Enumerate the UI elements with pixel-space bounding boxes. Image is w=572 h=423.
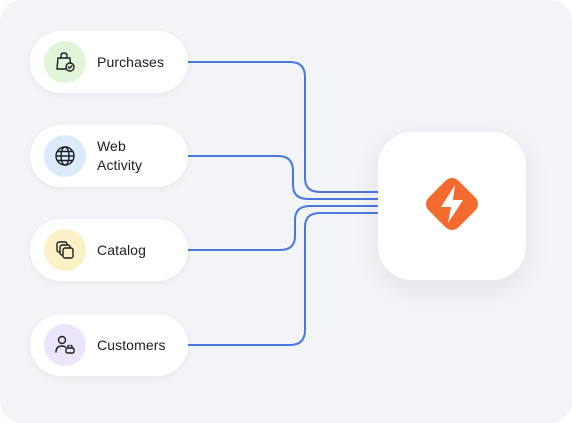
source-purchases[interactable]: Purchases bbox=[30, 31, 188, 93]
source-label-line-2: Activity bbox=[97, 157, 143, 173]
lightning-bolt-logo-icon bbox=[419, 171, 485, 242]
globe-icon bbox=[44, 135, 86, 177]
stacked-pages-icon bbox=[44, 229, 86, 271]
source-customers[interactable]: Customers bbox=[30, 314, 188, 376]
source-label: Purchases bbox=[97, 53, 165, 70]
source-web-activity[interactable]: Web Activity bbox=[30, 125, 188, 187]
source-label-line-1: Web bbox=[97, 138, 126, 154]
connector-web-activity bbox=[187, 155, 379, 200]
user-connect-icon bbox=[44, 324, 86, 366]
connector-catalog bbox=[187, 205, 379, 251]
source-catalog[interactable]: Catalog bbox=[30, 219, 188, 281]
connector-purchases bbox=[187, 61, 379, 193]
hub-card[interactable] bbox=[378, 132, 526, 280]
connector-customers bbox=[187, 212, 379, 346]
source-label: Web Activity bbox=[97, 137, 157, 175]
source-label: Customers bbox=[97, 336, 166, 353]
source-label: Catalog bbox=[97, 241, 146, 258]
shopping-bag-check-icon bbox=[44, 41, 86, 83]
